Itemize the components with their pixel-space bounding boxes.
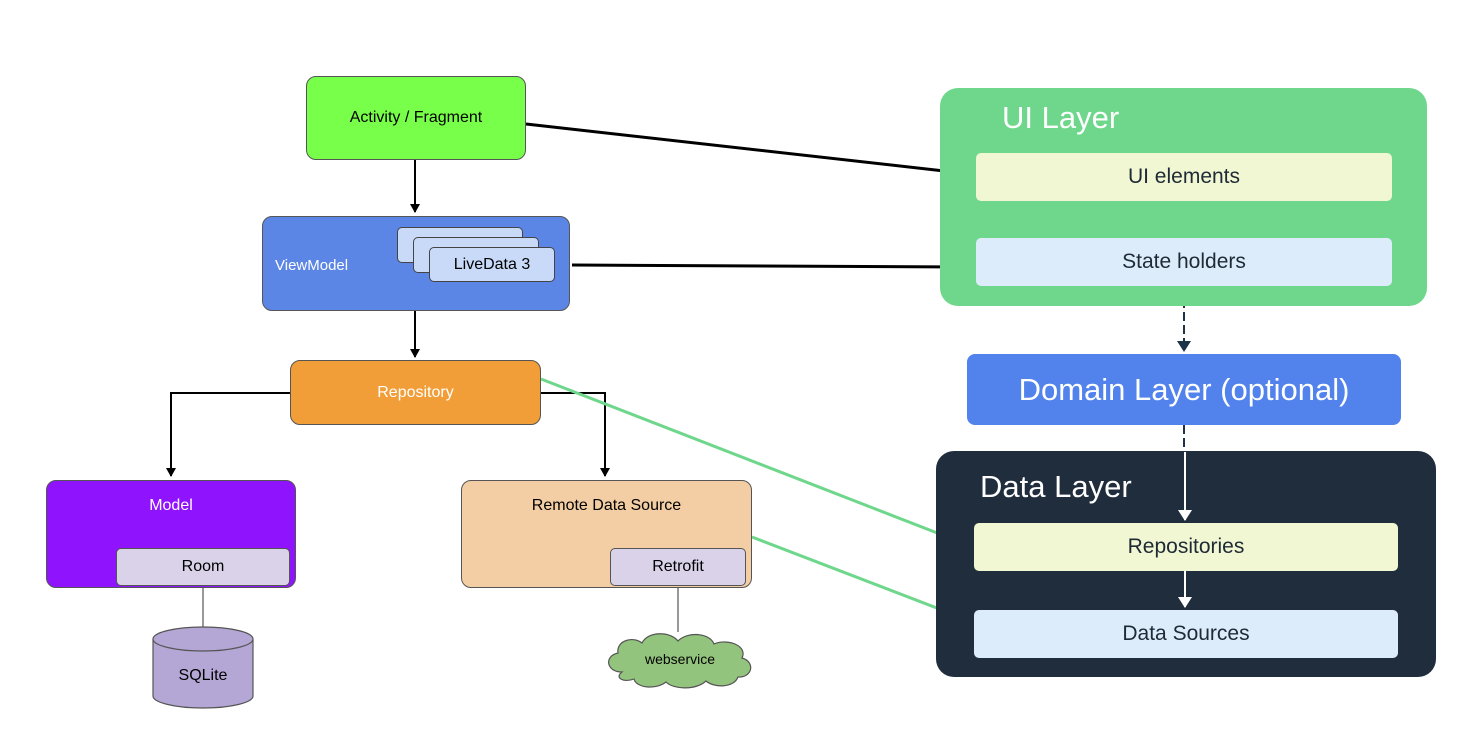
- room-label: Room: [181, 558, 225, 575]
- room-box: Room: [116, 548, 290, 586]
- ui-elements-label: UI elements: [1127, 165, 1241, 188]
- activity-fragment-label: Activity / Fragment: [349, 109, 483, 126]
- domain-layer-box: Domain Layer (optional): [967, 354, 1401, 425]
- arrow-repository-to-repositories: [540, 377, 966, 548]
- data-layer-title: Data Layer: [980, 469, 1132, 504]
- livedata-label: LiveData 3: [453, 255, 531, 273]
- livedata-box: LiveData 3: [429, 247, 555, 282]
- ui-layer-title: UI Layer: [1002, 100, 1120, 135]
- retrofit-box: Retrofit: [610, 548, 746, 586]
- state-holders-label: State holders: [1122, 250, 1246, 273]
- sqlite-database-icon: [152, 626, 254, 709]
- repositories-row: Repositories: [974, 523, 1398, 571]
- remote-data-source-label: Remote Data Source: [531, 497, 682, 514]
- repository-label: Repository: [377, 383, 454, 401]
- repositories-label: Repositories: [1127, 535, 1245, 558]
- ui-elements-row: UI elements: [976, 153, 1392, 201]
- viewmodel-label: ViewModel: [275, 257, 349, 274]
- arrow-repository-to-remote: [541, 392, 610, 477]
- state-holders-row: State holders: [976, 238, 1392, 286]
- remote-data-source-box: Remote Data Source: [461, 480, 752, 588]
- activity-fragment-box: Activity / Fragment: [306, 76, 526, 160]
- repository-box: Repository: [290, 360, 541, 425]
- sqlite-label: SQLite: [178, 667, 228, 684]
- arrow-repository-to-model: [166, 392, 290, 477]
- retrofit-label: Retrofit: [652, 558, 704, 575]
- domain-layer-label: Domain Layer (optional): [1018, 371, 1350, 407]
- arrow-activity-to-ui-elements: [525, 122, 965, 181]
- model-label: Model: [149, 497, 193, 514]
- arrow-livedata-to-state-holders: [571, 257, 965, 277]
- data-sources-row: Data Sources: [974, 610, 1398, 658]
- arrow-remote-to-data-sources: [751, 535, 971, 625]
- webservice-cloud-icon: [608, 633, 752, 689]
- webservice-label: webservice: [644, 651, 716, 667]
- data-sources-label: Data Sources: [1122, 622, 1250, 645]
